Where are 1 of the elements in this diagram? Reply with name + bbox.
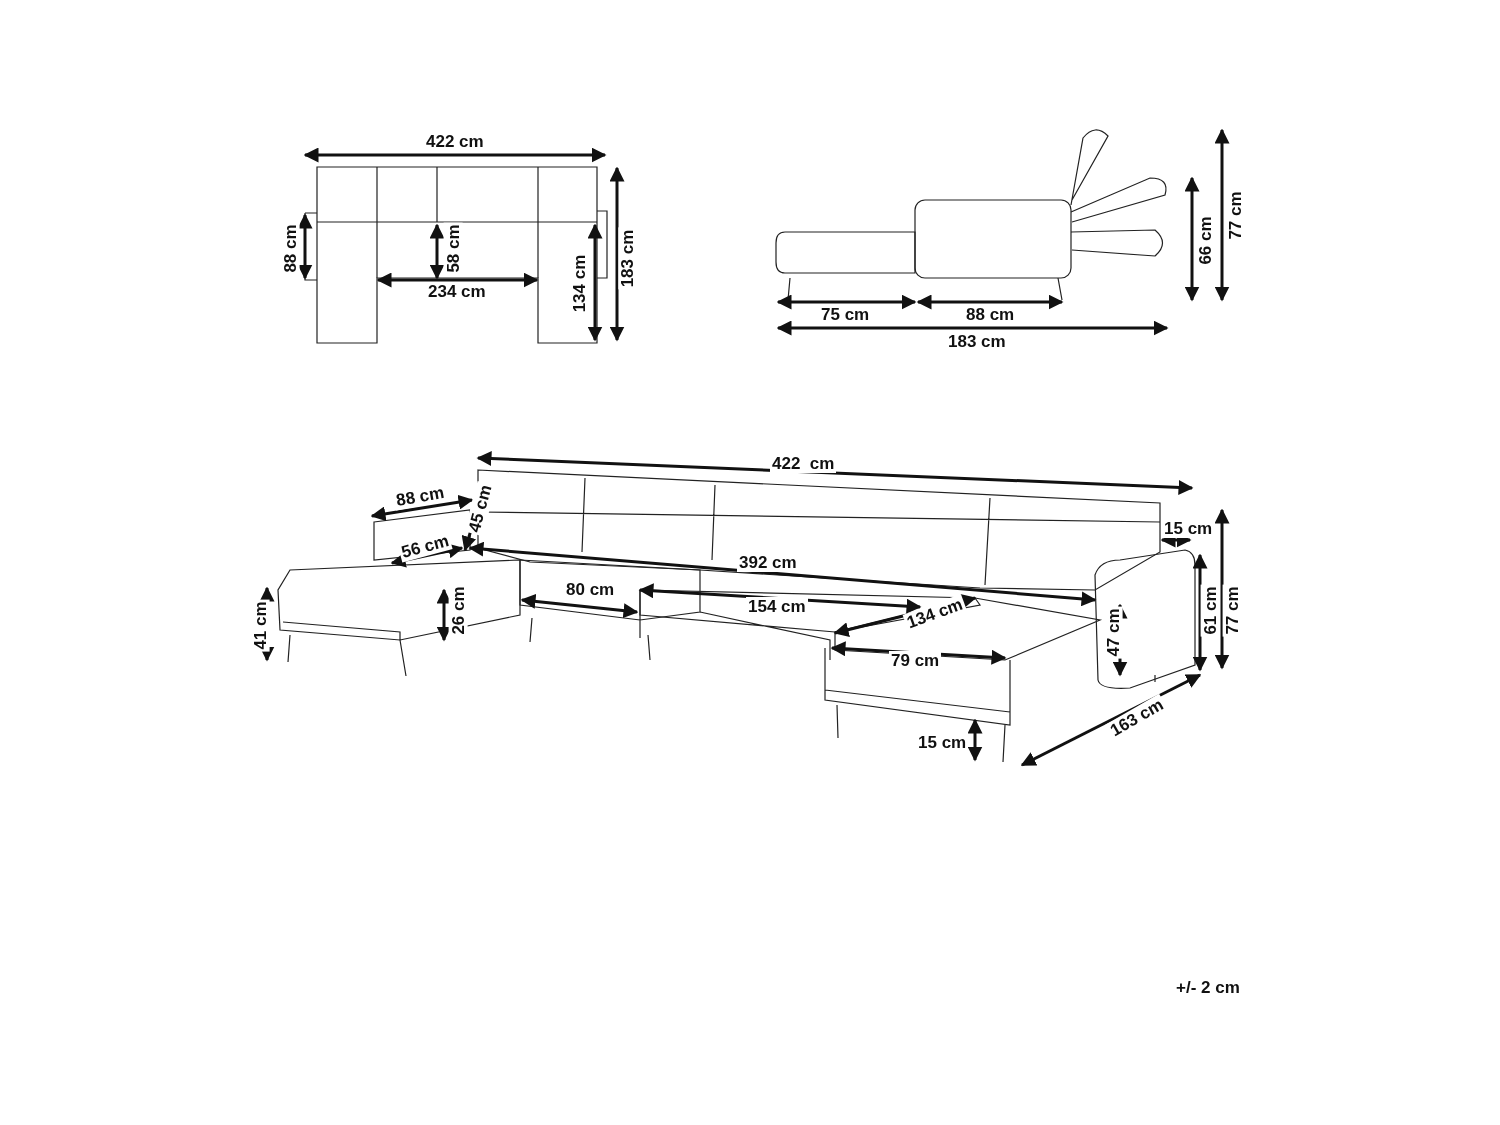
dimension-label: 58 cm (443, 221, 463, 275)
